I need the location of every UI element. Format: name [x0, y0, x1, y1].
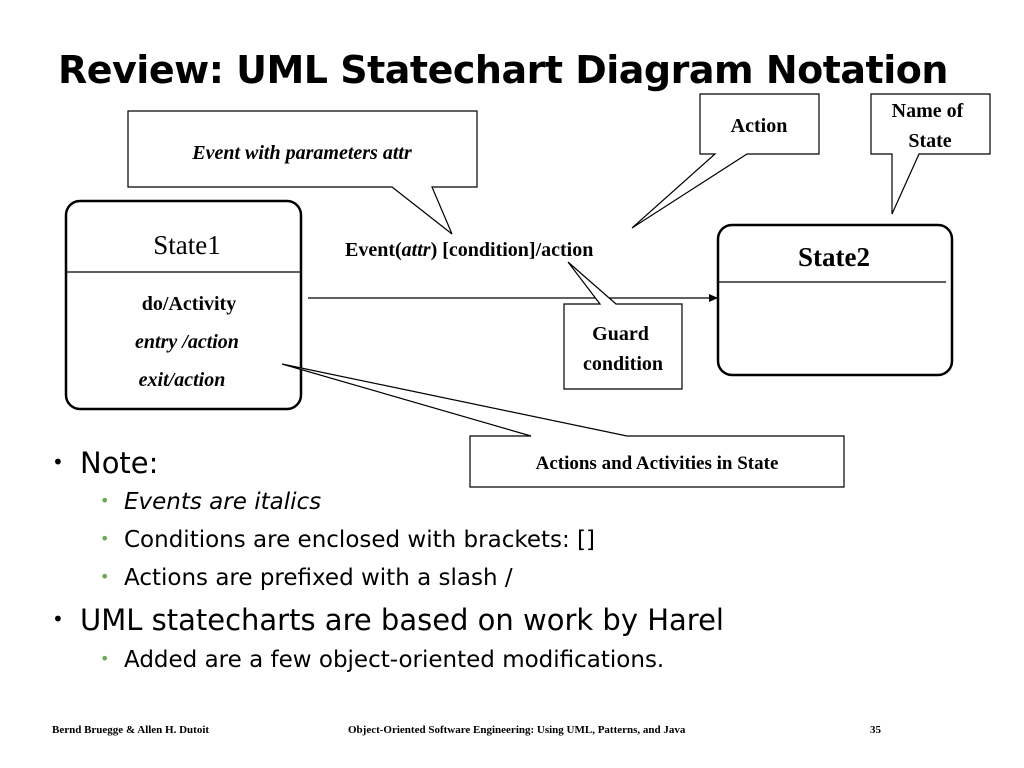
footer-page-number: 35: [870, 724, 881, 736]
callout-event-params-shape: [127, 110, 478, 235]
callout-guard-condition-shape: [563, 261, 683, 390]
harel-text: UML statecharts are based on work by Har…: [80, 603, 724, 637]
harel-sub-text: Added are a few object-oriented modifica…: [124, 647, 665, 673]
callout-name-of-state: Name of State: [870, 93, 991, 215]
callout-actions-activities-text: Actions and Activities in State: [536, 453, 779, 474]
callout-guard-condition: Guard condition: [563, 261, 683, 390]
state1-exit-action: exit/action: [139, 369, 226, 391]
bullet-icon: •: [100, 491, 110, 510]
callout-event-params: Event with parameters attr: [127, 110, 478, 235]
note-item: • Actions are prefixed with a slash /: [100, 565, 513, 591]
bullet-icon: •: [100, 567, 110, 586]
bullet-icon: •: [52, 450, 64, 474]
state2-name: State2: [798, 242, 870, 272]
note-item-text: Actions are prefixed with a slash /: [124, 565, 513, 591]
state1-do-activity: do/Activity: [142, 293, 236, 315]
note-heading-item: • Note:: [52, 446, 158, 480]
bullet-icon: •: [52, 607, 64, 631]
callout-action-text: Action: [731, 115, 788, 137]
note-item: • Events are italics: [100, 489, 321, 515]
callout-actions-activities-shape: [281, 363, 845, 488]
callout-actions-activities: Actions and Activities in State: [281, 363, 845, 488]
callout-guard-condition-line1: Guard: [592, 323, 649, 345]
note-item-text: Events are italics: [124, 489, 322, 515]
transition-attr: attr: [402, 239, 431, 261]
callout-guard-condition-text: Guard condition: [583, 323, 663, 375]
transition-event: Event(: [345, 239, 402, 261]
transition-label: Event(attr) [condition]/action: [345, 239, 593, 261]
callout-action: Action: [631, 93, 820, 229]
state2-box: [716, 223, 954, 377]
harel-item: • UML statecharts are based on work by Ha…: [52, 603, 724, 637]
note-heading: Note:: [80, 446, 159, 480]
slide-title: Review: UML Statechart Diagram Notation: [58, 48, 948, 92]
callout-action-shape: [631, 93, 820, 229]
state1-box: [64, 199, 303, 411]
footer-authors: Bernd Bruegge & Allen H. Dutoit: [52, 724, 210, 736]
note-item: • Conditions are enclosed with brackets: …: [100, 527, 595, 553]
callout-name-of-state-line1: Name of: [892, 100, 964, 122]
state1-name: State1: [153, 230, 221, 260]
callout-name-of-state-line2: State: [908, 130, 951, 152]
callout-event-params-text: Event with parameters attr: [191, 142, 412, 164]
harel-sub-item: • Added are a few object-oriented modific…: [100, 647, 664, 673]
state1-entry-action: entry /action: [135, 331, 239, 353]
state1: State1 do/Activity entry /action exit/ac…: [64, 199, 303, 411]
bullet-icon: •: [100, 529, 110, 548]
callout-guard-condition-line2: condition: [583, 353, 663, 375]
transition-condition-action: ) [condition]/action: [431, 239, 594, 261]
callout-name-of-state-text: Name of State: [892, 100, 969, 152]
callout-name-of-state-shape: [870, 93, 991, 215]
state2: State2: [716, 223, 954, 377]
footer-book-title: Object-Oriented Software Engineering: Us…: [348, 724, 686, 736]
note-item-text: Conditions are enclosed with brackets: […: [124, 527, 595, 553]
bullet-icon: •: [100, 649, 110, 668]
